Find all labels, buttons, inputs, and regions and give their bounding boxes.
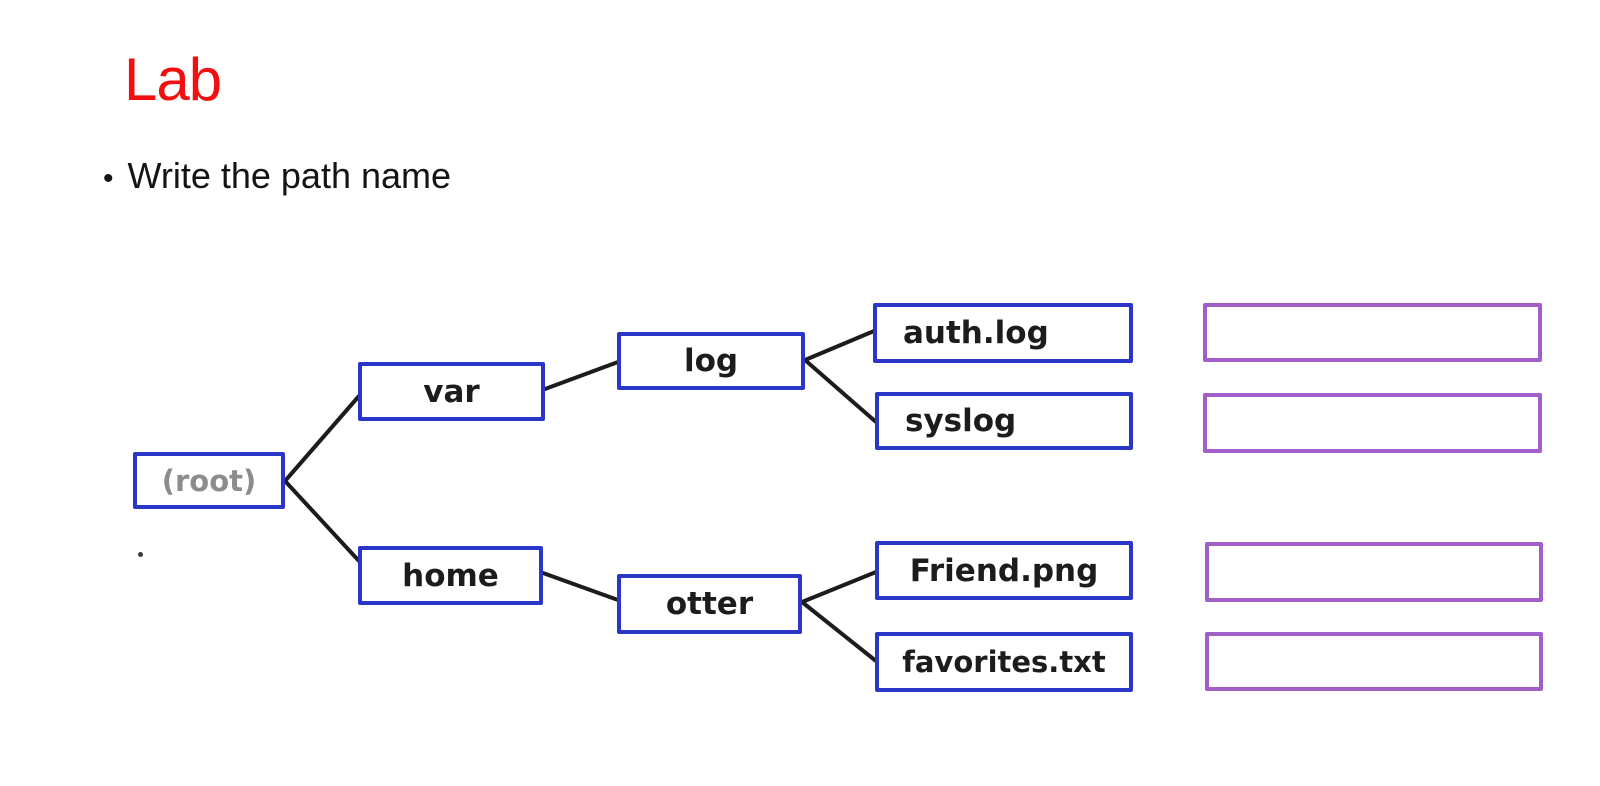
edge-log-authlog: [803, 329, 876, 362]
tree-node-syslog: syslog: [875, 392, 1133, 450]
tree-node-home-label: home: [402, 557, 499, 594]
edge-root-var: [283, 394, 361, 483]
tree-node-otter-label: otter: [665, 586, 754, 622]
tree-node-log-label: log: [683, 343, 739, 379]
tree-node-root: (root): [133, 452, 285, 509]
tree-node-friend-png-label: Friend.png: [909, 552, 1099, 589]
tree-node-otter: otter: [617, 574, 802, 634]
tree-node-auth-log-label: auth.log: [903, 315, 1049, 351]
answer-box-auth-log[interactable]: [1203, 303, 1542, 362]
tree-node-syslog-label: syslog: [905, 403, 1017, 439]
tree-node-favorites-txt: favorites.txt: [875, 632, 1133, 692]
tree-node-auth-log: auth.log: [873, 303, 1133, 363]
bullet-item: • Write the path name: [103, 155, 451, 197]
tree-node-root-label: (root): [161, 463, 257, 498]
edge-root-home: [283, 479, 361, 563]
tree-node-var-label: var: [423, 373, 480, 410]
edge-log-syslog: [803, 358, 878, 424]
answer-box-favorites-txt[interactable]: [1205, 632, 1543, 691]
edge-otter-favoritestxt: [800, 600, 878, 663]
tree-node-var: var: [358, 362, 545, 421]
edge-otter-friendpng: [800, 570, 878, 604]
tree-node-home: home: [358, 546, 543, 605]
tree-node-favorites-txt-label: favorites.txt: [902, 645, 1106, 679]
answer-box-friend-png[interactable]: [1205, 542, 1543, 602]
bullet-text: Write the path name: [127, 155, 452, 196]
edge-var-log: [543, 360, 620, 391]
answer-box-syslog[interactable]: [1203, 393, 1542, 453]
bullet-icon: •: [103, 162, 114, 195]
tree-node-log: log: [617, 332, 805, 390]
stray-dot: [138, 552, 143, 557]
edge-home-otter: [541, 571, 620, 602]
slide-title: Lab: [124, 46, 222, 113]
tree-node-friend-png: Friend.png: [875, 541, 1133, 600]
